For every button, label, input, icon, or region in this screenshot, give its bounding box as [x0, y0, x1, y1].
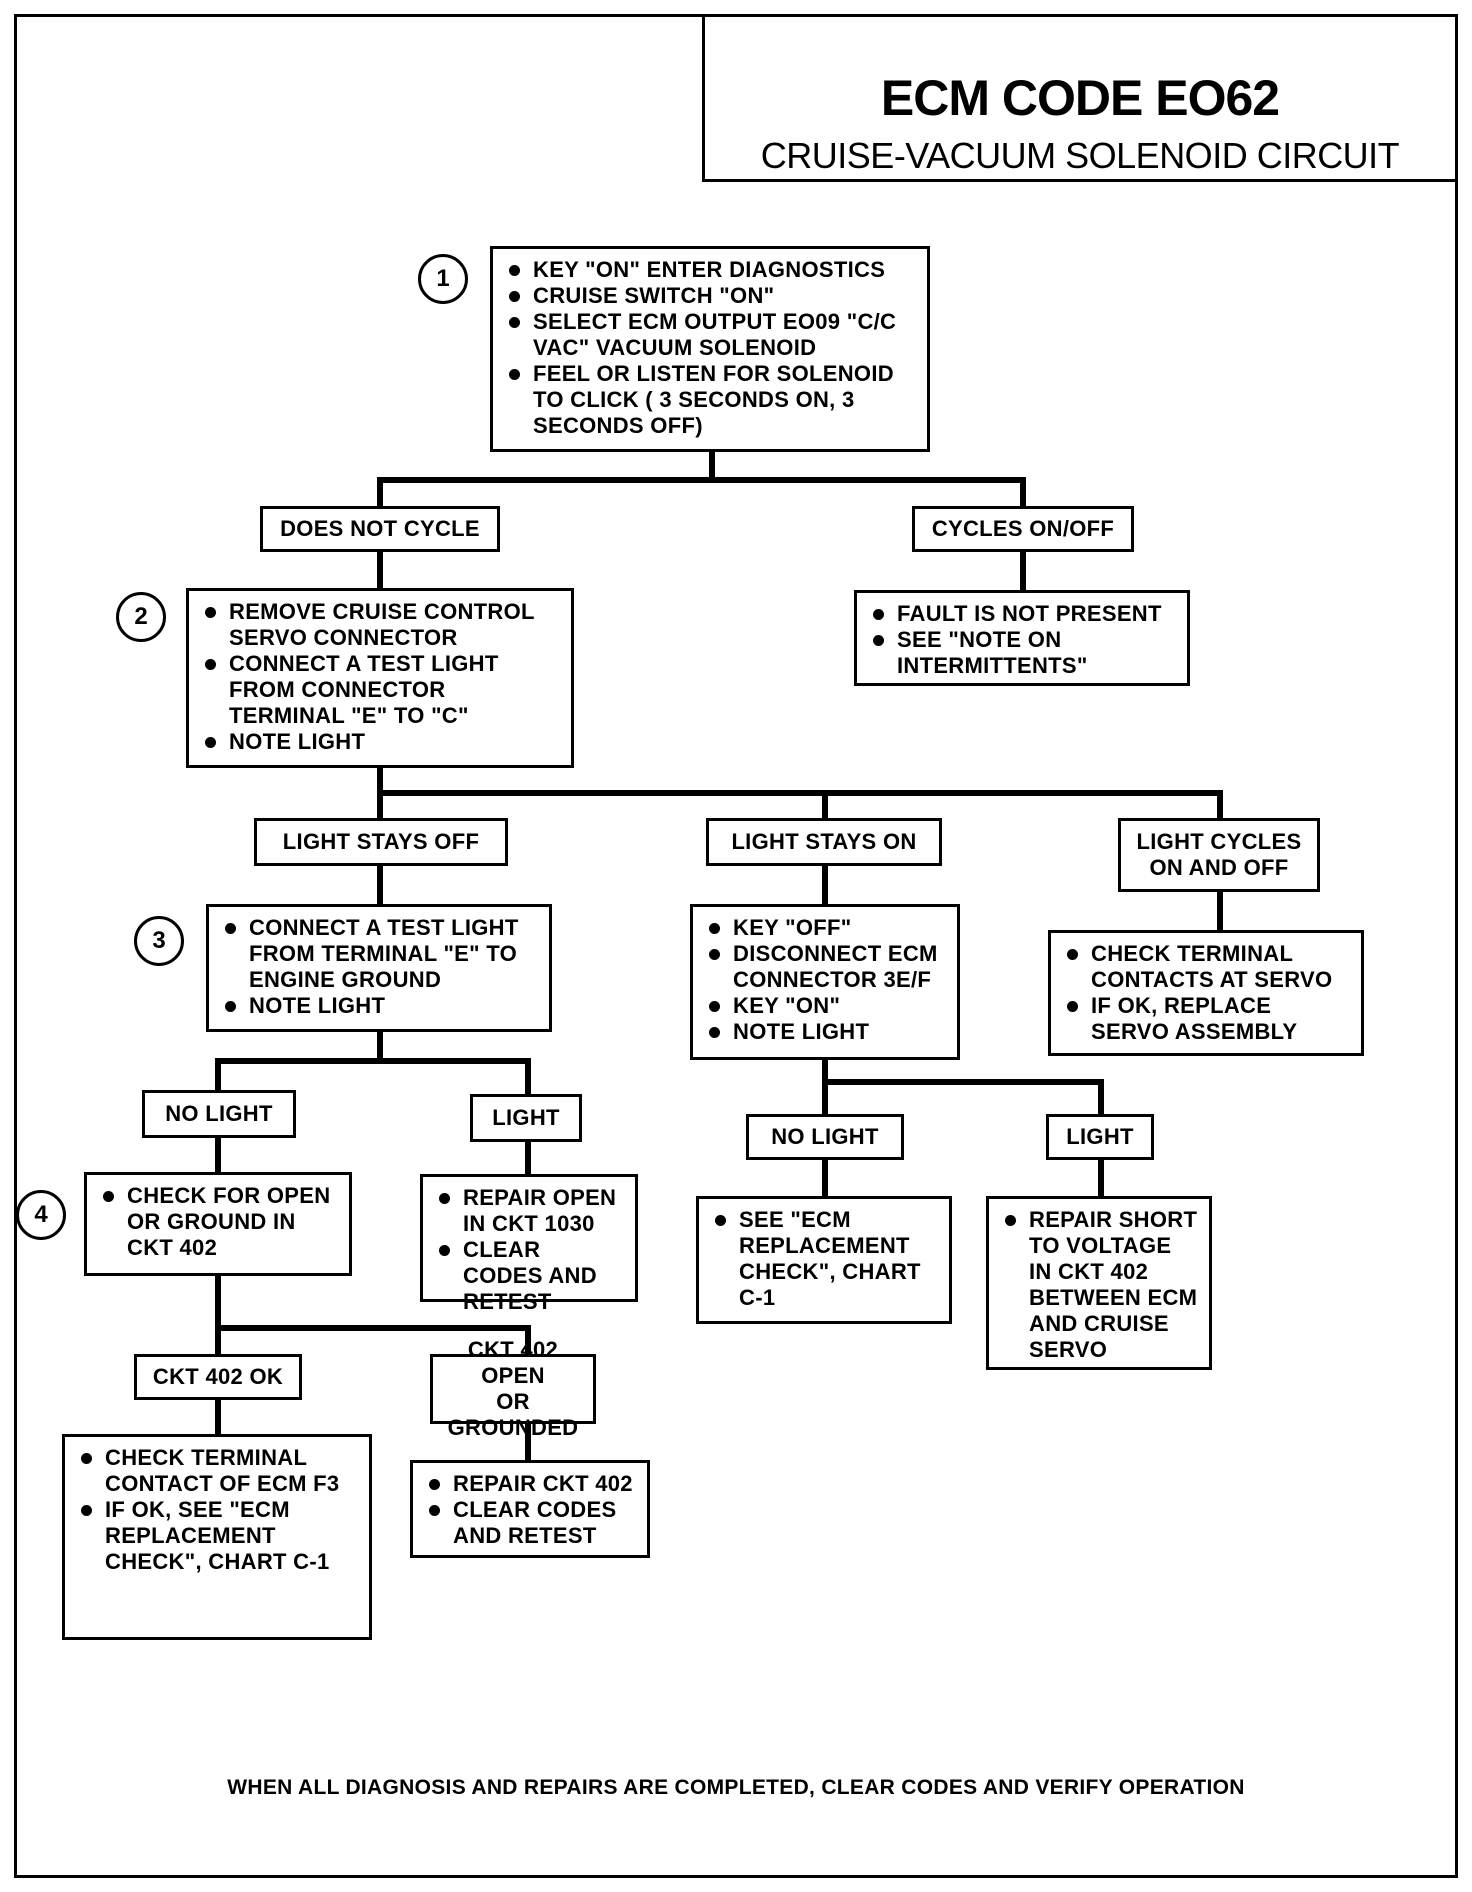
label-text: ON AND OFF — [1149, 855, 1289, 880]
label-light-stays-off: LIGHT STAYS OFF — [254, 818, 508, 866]
label-text: DOES NOT CYCLE — [280, 516, 480, 541]
action-item: IF OK, REPLACE SERVO ASSEMBLY — [1065, 993, 1351, 1045]
key-off-box: KEY "OFF" DISCONNECT ECM CONNECTOR 3E/F … — [690, 904, 960, 1060]
page-subtitle: CRUISE-VACUUM SOLENOID CIRCUIT — [760, 135, 1400, 176]
check-terminal-servo-box: CHECK TERMINAL CONTACTS AT SERVO IF OK, … — [1048, 930, 1364, 1056]
step-1-box: KEY "ON" ENTER DIAGNOSTICS CRUISE SWITCH… — [490, 246, 930, 452]
action-item: CHECK TERMINAL CONTACT OF ECM F3 — [79, 1445, 359, 1497]
label-light-b: LIGHT — [1046, 1114, 1154, 1160]
step-1-item: CRUISE SWITCH "ON" — [507, 283, 917, 309]
label-text: LIGHT STAYS ON — [731, 829, 917, 854]
action-item: SEE "NOTE ON INTERMITTENTS" — [871, 627, 1177, 679]
step-number-3: 3 — [134, 916, 184, 966]
label-does-not-cycle: DOES NOT CYCLE — [260, 506, 500, 552]
label-light-stays-on: LIGHT STAYS ON — [706, 818, 942, 866]
label-text: LIGHT CYCLES — [1136, 829, 1302, 854]
label-light-a: LIGHT — [470, 1094, 582, 1142]
step-3-item: NOTE LIGHT — [223, 993, 539, 1019]
step-2-box: REMOVE CRUISE CONTROL SERVO CONNECTOR CO… — [186, 588, 574, 768]
step-2-item: REMOVE CRUISE CONTROL SERVO CONNECTOR — [203, 599, 561, 651]
repair-open-1030-box: REPAIR OPEN IN CKT 1030 CLEAR CODES AND … — [420, 1174, 638, 1314]
label-text: LIGHT — [1066, 1124, 1134, 1149]
action-item: KEY "OFF" — [707, 915, 947, 941]
fault-not-present-box: FAULT IS NOT PRESENT SEE "NOTE ON INTERM… — [854, 590, 1190, 686]
action-item: REPAIR OPEN IN CKT 1030 — [437, 1185, 625, 1237]
label-text: OR GROUNDED — [447, 1389, 579, 1440]
step-1-item: SELECT ECM OUTPUT EO09 "C/C VAC" VACUUM … — [507, 309, 917, 361]
step-number-1: 1 — [418, 254, 468, 304]
step-4-item: CHECK FOR OPEN OR GROUND IN CKT 402 — [101, 1183, 339, 1261]
label-text: NO LIGHT — [165, 1101, 273, 1126]
page-title: ECM CODE EO62 — [880, 70, 1280, 126]
action-item: IF OK, SEE "ECM REPLACEMENT CHECK", CHAR… — [79, 1497, 359, 1575]
label-light-cycles: LIGHT CYCLES ON AND OFF — [1118, 818, 1320, 892]
repair-short-box: REPAIR SHORT TO VOLTAGE IN CKT 402 BETWE… — [986, 1196, 1212, 1370]
label-text: CKT 402 OK — [152, 1364, 284, 1389]
action-item: DISCONNECT ECM CONNECTOR 3E/F — [707, 941, 947, 993]
step-2-item: NOTE LIGHT — [203, 729, 561, 755]
action-item: FAULT IS NOT PRESENT — [871, 601, 1177, 627]
action-item: REPAIR CKT 402 — [427, 1471, 637, 1497]
repair-ckt-402-box: REPAIR CKT 402 CLEAR CODES AND RETEST — [410, 1460, 650, 1558]
label-no-light-a: NO LIGHT — [142, 1090, 296, 1138]
step-1-item: FEEL OR LISTEN FOR SOLENOID TO CLICK ( 3… — [507, 361, 917, 439]
label-text: CYCLES ON/OFF — [931, 516, 1115, 541]
step-number-2: 2 — [116, 592, 166, 642]
action-item: CLEAR CODES AND RETEST — [427, 1497, 637, 1549]
label-no-light-b: NO LIGHT — [746, 1114, 904, 1160]
label-ckt-402-open: CKT 402 OPEN OR GROUNDED — [430, 1337, 596, 1440]
step-4-box: CHECK FOR OPEN OR GROUND IN CKT 402 — [84, 1172, 352, 1276]
check-terminal-f3-box: CHECK TERMINAL CONTACT OF ECM F3 IF OK, … — [62, 1434, 372, 1640]
action-item: CLEAR CODES AND RETEST — [437, 1237, 625, 1315]
see-ecm-replacement-box: SEE "ECM REPLACEMENT CHECK", CHART C-1 — [696, 1196, 952, 1324]
title-block: ECM CODE EO62 CRUISE-VACUUM SOLENOID CIR… — [702, 14, 1458, 182]
step-1-item: KEY "ON" ENTER DIAGNOSTICS — [507, 257, 917, 283]
label-text: LIGHT STAYS OFF — [282, 829, 480, 854]
label-text: NO LIGHT — [771, 1124, 879, 1149]
action-item: CHECK TERMINAL CONTACTS AT SERVO — [1065, 941, 1351, 993]
step-number-4: 4 — [16, 1190, 66, 1240]
label-text: CKT 402 OPEN — [467, 1337, 559, 1388]
action-item: KEY "ON" — [707, 993, 947, 1019]
label-text: LIGHT — [492, 1105, 560, 1130]
step-3-box: CONNECT A TEST LIGHT FROM TERMINAL "E" T… — [206, 904, 552, 1032]
footer-note: WHEN ALL DIAGNOSIS AND REPAIRS ARE COMPL… — [227, 1776, 1245, 1799]
step-3-item: CONNECT A TEST LIGHT FROM TERMINAL "E" T… — [223, 915, 539, 993]
label-ckt-402-ok: CKT 402 OK — [134, 1354, 302, 1400]
action-item: NOTE LIGHT — [707, 1019, 947, 1045]
label-cycles-on-off: CYCLES ON/OFF — [912, 506, 1134, 552]
step-2-item: CONNECT A TEST LIGHT FROM CONNECTOR TERM… — [203, 651, 561, 729]
action-item: SEE "ECM REPLACEMENT CHECK", CHART C-1 — [713, 1207, 939, 1311]
action-item: REPAIR SHORT TO VOLTAGE IN CKT 402 BETWE… — [1003, 1207, 1199, 1363]
